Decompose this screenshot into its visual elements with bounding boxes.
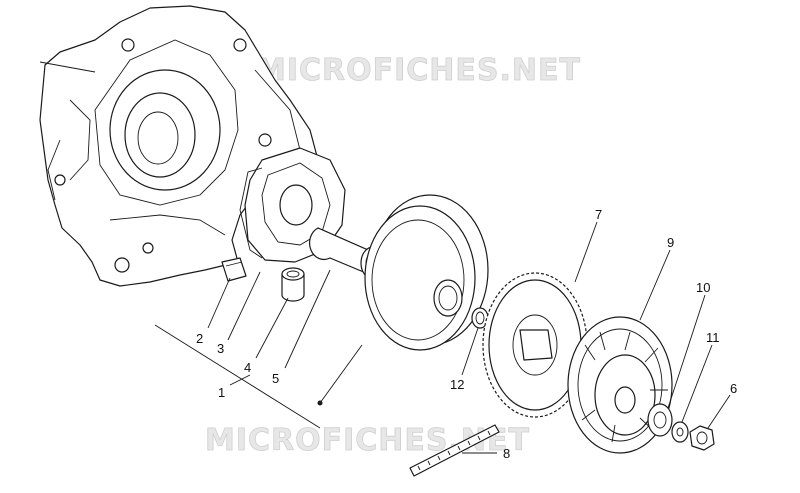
callout-11: 11 <box>706 330 720 345</box>
callout-5: 5 <box>272 371 279 386</box>
callout-3: 3 <box>217 341 224 356</box>
spacer-bush <box>281 267 305 302</box>
nut <box>689 425 715 451</box>
callout-9: 9 <box>667 235 674 250</box>
callout-7: 7 <box>595 207 602 222</box>
roller-weight <box>221 257 247 282</box>
bearing <box>647 403 673 437</box>
callout-numbers: 1 2 3 4 5 6 7 8 9 10 11 12 <box>196 207 737 461</box>
leader-dot <box>317 400 323 406</box>
callout-6: 6 <box>730 381 737 396</box>
callout-2: 2 <box>196 331 203 346</box>
washer <box>671 421 689 443</box>
callout-12: 12 <box>450 377 464 392</box>
crankcase-housing <box>39 5 319 287</box>
leader-lines <box>154 221 731 454</box>
callout-10: 10 <box>696 280 710 295</box>
fixed-half-pulley-fan <box>567 316 673 454</box>
toothed-rack <box>409 424 500 477</box>
callout-1: 1 <box>218 385 225 400</box>
watermark-top: MICROFICHES.NET <box>256 53 581 88</box>
callout-8: 8 <box>503 446 510 461</box>
movable-driven-half-pulley <box>364 194 489 351</box>
starter-ring-gear <box>482 272 588 418</box>
callout-4: 4 <box>244 360 251 375</box>
